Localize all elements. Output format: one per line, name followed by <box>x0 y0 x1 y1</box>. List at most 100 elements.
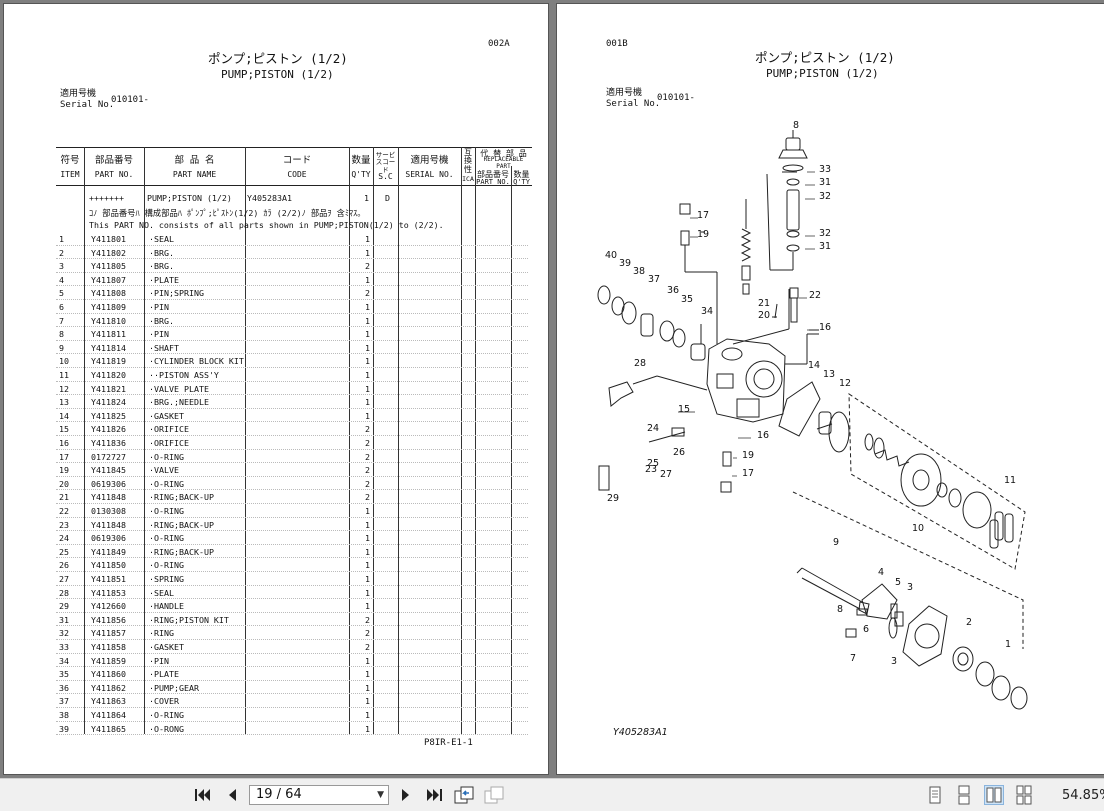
item-number: 22 <box>59 506 69 516</box>
part-no: Y411859 <box>91 655 126 666</box>
page-title-en: PUMP;PISTON (1/2) <box>766 67 879 80</box>
callout-label: 11 <box>1004 475 1016 486</box>
facing-continuous-icon[interactable] <box>1014 785 1034 805</box>
qty: 2 <box>365 451 370 462</box>
header-ica-en: ICA <box>462 175 474 183</box>
prev-page-icon[interactable] <box>221 785 243 805</box>
history-forward-icon[interactable] <box>483 785 505 805</box>
part-name: ·PIN <box>149 329 169 340</box>
callout-label: 6 <box>863 624 869 635</box>
part-name: ·PLATE <box>149 274 179 285</box>
callout-label: 34 <box>701 306 713 317</box>
callout-label: 7 <box>850 653 856 664</box>
header-ica-jp: 互換性 <box>464 148 472 174</box>
item-number: 7 <box>59 315 64 326</box>
qty: 1 <box>365 274 370 285</box>
part-name: PUMP;PISTON (1/2) <box>147 193 232 203</box>
serial-value: 010101- <box>657 93 695 103</box>
item-number: 28 <box>59 587 69 598</box>
part-no: Y411862 <box>91 682 126 693</box>
item-number: 27 <box>59 574 69 584</box>
part-name: ·VALVE <box>149 465 179 476</box>
callout-label: 3 <box>907 582 913 593</box>
callout-label: 9 <box>833 537 839 548</box>
callout-label: 13 <box>823 369 835 380</box>
first-page-icon[interactable] <box>192 785 214 805</box>
part-name: ·RING;PISTON KIT <box>149 614 229 625</box>
last-page-icon[interactable] <box>423 785 445 805</box>
intro-row: This PART NO. consists of all parts show… <box>4 218 548 232</box>
callout-label: 12 <box>839 378 851 389</box>
part-name: ··PISTON ASS'Y <box>149 370 219 380</box>
part-name: ·GASKET <box>149 410 184 421</box>
callout-label: 35 <box>681 294 693 305</box>
zoom-level[interactable]: 54.85% <box>1062 788 1104 803</box>
header-rp-part-jp: 部品番号 <box>477 170 509 179</box>
callout-label: 25 <box>647 458 659 469</box>
next-page-icon[interactable] <box>395 785 417 805</box>
callout-label: 19 <box>697 229 709 240</box>
page-number-select[interactable]: 19 / 64 ▼ <box>249 785 389 805</box>
qty: 1 <box>365 370 370 380</box>
item-number: 9 <box>59 342 64 353</box>
part-name: ·O-RING <box>149 710 184 720</box>
part-no: Y411857 <box>91 628 126 639</box>
header-item-en: ITEM <box>60 170 80 179</box>
item-number: 1 <box>59 234 64 244</box>
history-back-icon[interactable] <box>453 785 475 805</box>
callout-label: 4 <box>878 567 884 578</box>
callout-label: 24 <box>647 423 659 434</box>
qty: 1 <box>365 506 370 516</box>
diagram-code: Y405283A1 <box>613 727 668 738</box>
part-no: Y411849 <box>91 546 126 557</box>
part-no: 0619306 <box>91 533 126 544</box>
part-no: Y412660 <box>91 601 126 612</box>
qty: 1 <box>365 329 370 340</box>
header-replace-en: REPLACEABLE PART <box>483 156 524 170</box>
chevron-down-icon[interactable]: ▼ <box>377 790 384 800</box>
facing-page-icon[interactable] <box>984 785 1004 805</box>
page-title-jp: ポンプ;ピストン (1/2) <box>755 50 895 65</box>
part-name: ·BRG.;NEEDLE <box>149 397 209 408</box>
qty: 1 <box>365 315 370 326</box>
parts-list-page: 002A ポンプ;ピストン (1/2) PUMP;PISTON (1/2) 適用… <box>4 4 548 774</box>
callout-label: 1 <box>1005 639 1011 650</box>
header-serial-en: SERIAL NO. <box>405 170 454 179</box>
part-no: Y411821 <box>91 383 126 394</box>
callout-label: 16 <box>819 322 831 333</box>
diagram-page: 001B ポンプ;ピストン (1/2) PUMP;PISTON (1/2) 適用… <box>557 4 1104 774</box>
page-footer: P8IR-E1-1 <box>424 738 473 748</box>
item-number: 23 <box>59 519 69 530</box>
qty: 1 <box>365 669 370 680</box>
document-viewport[interactable]: 002A ポンプ;ピストン (1/2) PUMP;PISTON (1/2) 適用… <box>0 0 1104 778</box>
part-name: ·RING;BACK-UP <box>149 519 214 530</box>
callout-label: 32 <box>819 228 831 239</box>
part-no: Y411856 <box>91 614 126 625</box>
callout-label: 22 <box>809 290 821 301</box>
continuous-page-icon[interactable] <box>954 785 974 805</box>
part-no: Y411825 <box>91 410 126 421</box>
callout-label: 20 <box>758 310 770 321</box>
qty: 2 <box>365 438 370 448</box>
item-number: 36 <box>59 682 69 693</box>
qty: 2 <box>365 492 370 503</box>
callout-label: 33 <box>819 164 831 175</box>
part-name: ·CYLINDER BLOCK KIT <box>149 356 244 367</box>
callout-label: 2 <box>966 617 972 628</box>
header-qty-en: Q'TY <box>351 170 371 179</box>
single-page-icon[interactable] <box>925 785 945 805</box>
callout-label: 15 <box>678 404 690 415</box>
part-no: Y411814 <box>91 342 126 353</box>
